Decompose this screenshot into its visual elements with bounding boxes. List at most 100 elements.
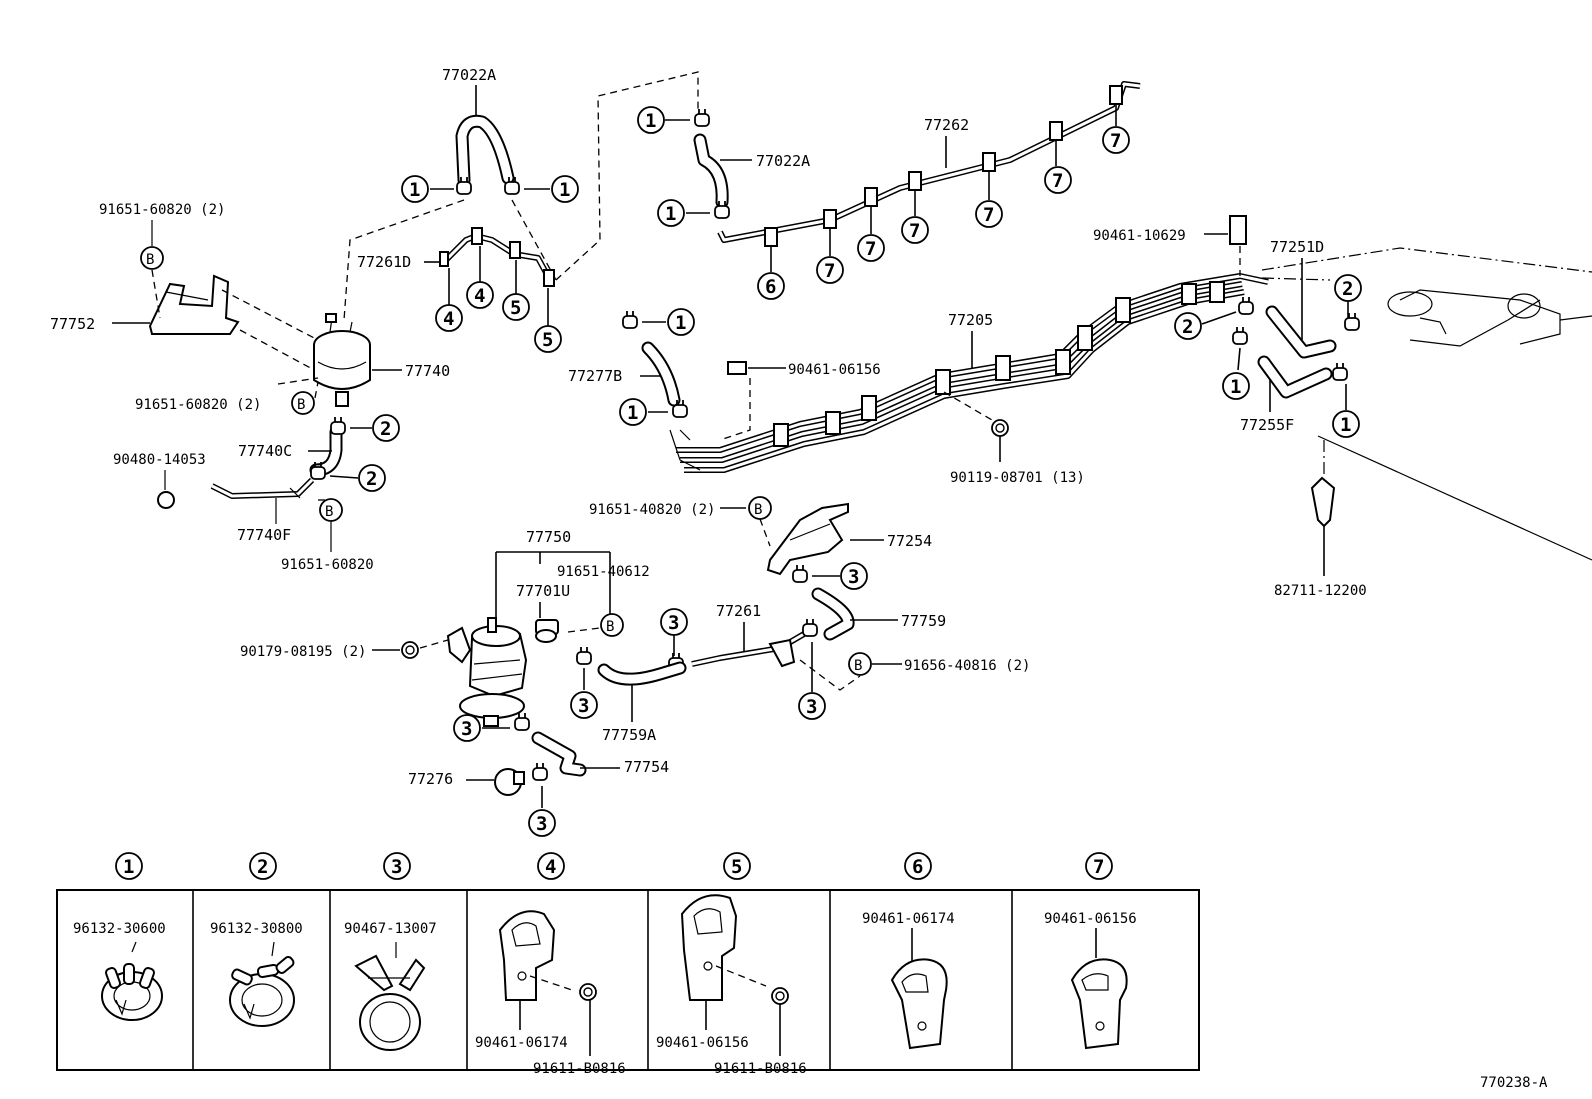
legend-part-3: 90467-13007 — [344, 921, 437, 937]
label-91651-60820-2a: 91651-60820 (2) — [99, 202, 225, 218]
callout-1-text: 1 — [627, 402, 638, 424]
callout-7-text: 7 — [865, 238, 876, 260]
label-77022A-top: 77022A — [442, 66, 496, 84]
label-77261: 77261 — [716, 602, 761, 620]
callout-3-text: 3 — [806, 696, 817, 718]
legend-part-7: 90461-06156 — [1044, 911, 1137, 927]
callout-7-text: 7 — [1052, 170, 1063, 192]
callout-7-text: 7 — [909, 220, 920, 242]
label-82711-12200: 82711-12200 — [1274, 583, 1367, 599]
pipe-bundle-77205 — [669, 273, 1269, 473]
callout-1-text: 1 — [1340, 414, 1351, 436]
canister-77750 — [446, 617, 528, 727]
label-77261D: 77261D — [357, 253, 411, 271]
label-91651-60820-2b: 91651-60820 (2) — [135, 397, 261, 413]
callout-3-text: 3 — [668, 612, 679, 634]
label-77759A: 77759A — [602, 726, 656, 744]
label-77752: 77752 — [50, 315, 95, 333]
callout-1-text: 1 — [559, 179, 570, 201]
callout-1-text: 1 — [645, 110, 656, 132]
bracket-77752 — [112, 274, 240, 335]
label-77701U: 77701U — [516, 582, 570, 600]
callout-5-text: 5 — [542, 329, 553, 351]
label-77740: 77740 — [405, 362, 450, 380]
spring-band-clamp-icon — [354, 942, 426, 1051]
callout-2 — [372, 414, 400, 442]
label-77759: 77759 — [901, 612, 946, 630]
label-90461-10629: 90461-10629 — [1093, 228, 1186, 244]
callout-1-text: 1 — [1230, 376, 1241, 398]
callout-2-text: 2 — [366, 468, 377, 490]
callout-2-text: 2 — [1182, 316, 1193, 338]
label-77262: 77262 — [924, 116, 969, 134]
label-91656-40816: 91656-40816 (2) — [904, 658, 1030, 674]
label-91651-40820: 91651-40820 (2) — [589, 502, 715, 518]
callout-4-text: 4 — [443, 308, 454, 330]
label-77251D: 77251D — [1270, 238, 1324, 256]
pipe-clip-icon — [498, 910, 597, 1001]
label-77022A-mid: 77022A — [756, 152, 810, 170]
callout-3-text: 3 — [536, 813, 547, 835]
label-77740C: 77740C — [238, 442, 292, 460]
callout-b-text: B — [606, 619, 614, 635]
legend-part-5b: 91611-B0816 — [714, 1061, 807, 1077]
clip-icon — [727, 361, 747, 375]
label-77255F: 77255F — [1240, 416, 1294, 434]
legend-part-2: 96132-30800 — [210, 921, 303, 937]
hose-clamp-icon — [101, 941, 163, 1021]
callout-b-text: B — [754, 502, 762, 518]
diagram-id: 770238-A — [1480, 1075, 1548, 1091]
legend-part-1: 96132-30600 — [73, 921, 166, 937]
callout-2-text: 2 — [380, 418, 391, 440]
pipe-clip-icon — [890, 958, 948, 1050]
hose-clamp-icon — [229, 941, 295, 1027]
pipe-clip-icon — [1070, 958, 1128, 1050]
valve-77701U — [535, 619, 559, 643]
legend-num-6: 6 — [912, 856, 923, 878]
canister-77740 — [313, 313, 371, 407]
label-77277B: 77277B — [568, 367, 622, 385]
legend-num-5: 5 — [731, 856, 742, 878]
label-90480-14053: 90480-14053 — [113, 452, 206, 468]
fuel-tank-outline — [1261, 247, 1592, 561]
callout-5-text: 5 — [510, 297, 521, 319]
callout-7-text: 7 — [983, 204, 994, 226]
callout-b-text: B — [325, 504, 333, 520]
callout-1-text: 1 — [675, 312, 686, 334]
label-77740F: 77740F — [237, 526, 291, 544]
legend-num-7: 7 — [1093, 856, 1104, 878]
legend-part-5a: 90461-06156 — [656, 1035, 749, 1051]
label-77750: 77750 — [526, 528, 571, 546]
callout-3-text: 3 — [461, 718, 472, 740]
label-90461-06156: 90461-06156 — [788, 362, 881, 378]
legend-part-4a: 90461-06174 — [475, 1035, 568, 1051]
callout-2-text: 2 — [1342, 278, 1353, 300]
callout-6-text: 6 — [765, 276, 776, 298]
pipe-clip-icon — [680, 894, 789, 1005]
clip-82711-icon — [1310, 476, 1336, 528]
callout-b-text: B — [297, 397, 305, 413]
bracket-77254 — [766, 502, 849, 576]
label-77276: 77276 — [408, 770, 453, 788]
label-90119-08701: 90119-08701 (13) — [950, 470, 1085, 486]
callout-4-text: 4 — [474, 285, 485, 307]
legend-num-2: 2 — [257, 856, 268, 878]
filter-77276 — [494, 768, 525, 796]
label-77205: 77205 — [948, 311, 993, 329]
callout-b — [140, 246, 164, 270]
callout-1-text: 1 — [665, 203, 676, 225]
legend-num-3: 3 — [391, 856, 402, 878]
label-77754: 77754 — [624, 758, 669, 776]
callout-1-text: 1 — [409, 179, 420, 201]
callout-7-text: 7 — [824, 260, 835, 282]
callout-3-text: 3 — [848, 566, 859, 588]
label-77254: 77254 — [887, 532, 932, 550]
legend-part-4b: 91611-B0816 — [533, 1061, 626, 1077]
callout-b-text: B — [146, 252, 154, 268]
legend-part-6: 90461-06174 — [862, 911, 955, 927]
label-91651-40612: 91651-40612 — [557, 564, 650, 580]
callout-b-text: B — [854, 658, 862, 674]
clip-legend-table — [56, 889, 1200, 1071]
callout-7-text: 7 — [1110, 130, 1121, 152]
